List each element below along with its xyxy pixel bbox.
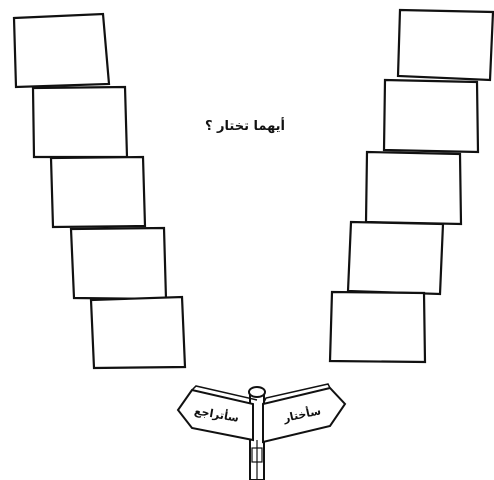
left-box-1 [14, 14, 109, 87]
right-box-4 [348, 222, 443, 294]
right-box-3 [366, 152, 461, 224]
left-box-5 [91, 297, 185, 368]
question-label: أيهما تختار ؟ [180, 119, 310, 134]
signpost: سأتراجع سأختار [178, 384, 345, 480]
right-box-2 [384, 80, 478, 152]
left-box-4 [71, 228, 166, 299]
left-box-3 [51, 157, 145, 227]
signpost-cap [249, 387, 265, 397]
right-box-5 [330, 292, 425, 362]
right-box-1 [398, 10, 493, 80]
left-path-boxes [14, 14, 185, 368]
left-box-2 [33, 87, 127, 157]
right-path-boxes [330, 10, 493, 362]
